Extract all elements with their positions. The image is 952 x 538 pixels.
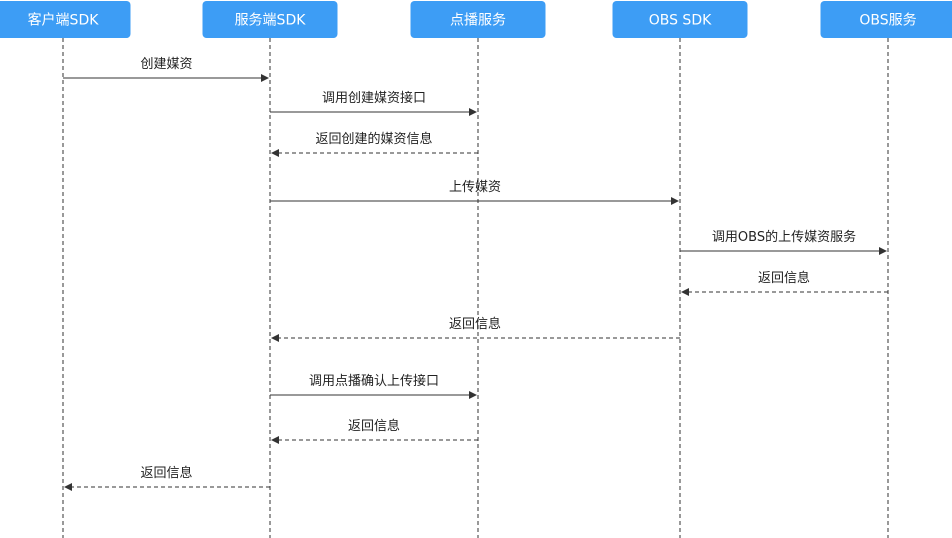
participant-box (820, 1, 952, 38)
participant-box (202, 1, 338, 38)
arrow-head-icon (469, 391, 477, 399)
arrow-head-icon (64, 483, 72, 491)
message-label: 创建媒资 (140, 57, 192, 72)
message-label: 调用点播确认上传接口 (309, 373, 439, 389)
participant-obs: OBS服务 (820, 1, 952, 38)
message-4: 上传媒资 (270, 180, 679, 205)
arrow-head-icon (681, 288, 689, 296)
message-8: 调用点播确认上传接口 (270, 373, 477, 399)
message-7: 返回信息 (271, 316, 680, 342)
message-5: 调用OBS的上传媒资服务 (680, 229, 887, 255)
message-10: 返回信息 (64, 465, 270, 491)
lifelines (62, 38, 889, 538)
message-label: 上传媒资 (449, 180, 501, 195)
participant-box (0, 1, 131, 38)
message-label: 返回信息 (449, 316, 501, 332)
arrow-head-icon (261, 74, 269, 82)
message-label: 调用OBS的上传媒资服务 (712, 229, 856, 245)
participant-box (612, 1, 748, 38)
participant-label: 点播服务 (450, 13, 506, 29)
message-label: 调用创建媒资接口 (322, 90, 426, 106)
arrow-head-icon (879, 247, 887, 255)
message-1: 创建媒资 (63, 57, 269, 82)
participant-client: 客户端SDK (0, 1, 131, 38)
message-label: 返回信息 (140, 465, 192, 481)
message-2: 调用创建媒资接口 (270, 90, 477, 116)
arrow-head-icon (271, 334, 279, 342)
message-label: 返回信息 (758, 270, 810, 286)
message-label: 返回创建的媒资信息 (315, 131, 432, 147)
message-label: 返回信息 (348, 418, 400, 434)
participants: 客户端SDK 服务端SDK 点播服务 OBS SDK OBS服务 (0, 1, 952, 38)
participant-label: OBS SDK (649, 13, 712, 29)
arrow-head-icon (271, 149, 279, 157)
arrow-head-icon (271, 436, 279, 444)
participant-label: 服务端SDK (235, 13, 307, 29)
messages: 创建媒资调用创建媒资接口返回创建的媒资信息上传媒资调用OBS的上传媒资服务返回信… (63, 57, 888, 491)
participant-label: 客户端SDK (28, 12, 100, 29)
message-6: 返回信息 (681, 270, 888, 296)
participant-obssdk: OBS SDK (612, 1, 748, 38)
arrow-head-icon (671, 197, 679, 205)
arrow-head-icon (469, 108, 477, 116)
message-9: 返回信息 (271, 418, 478, 444)
message-3: 返回创建的媒资信息 (271, 131, 478, 157)
participant-server: 服务端SDK (202, 1, 338, 38)
participant-box (410, 1, 546, 38)
participant-vod: 点播服务 (410, 1, 546, 38)
participant-label: OBS服务 (859, 13, 916, 29)
